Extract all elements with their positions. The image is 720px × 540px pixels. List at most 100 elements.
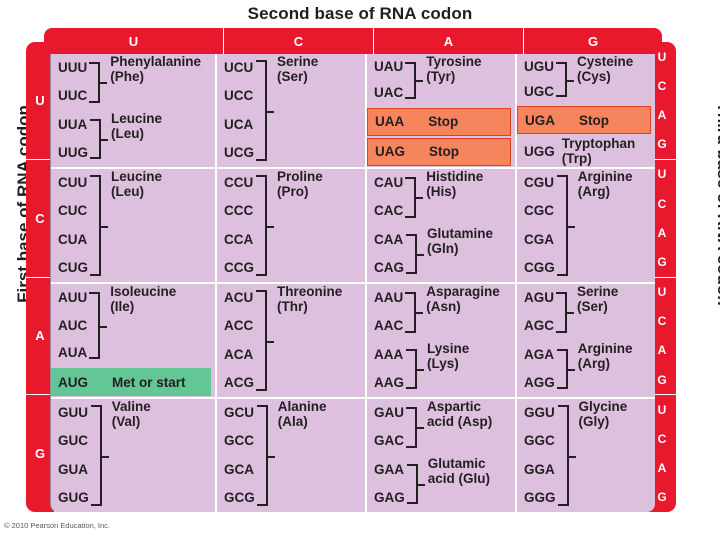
third-base-A: A — [657, 225, 667, 240]
codon-CUC: CUC — [58, 203, 88, 219]
group-bracket — [406, 463, 425, 504]
codon-CAA: CAA — [374, 231, 404, 247]
codon-ACU: ACU — [224, 290, 254, 306]
third-base-G: G — [657, 254, 667, 269]
codon-GGU: GGU — [524, 405, 555, 421]
amino-acid-label: Arginine (Arg) — [577, 169, 633, 200]
third-base-G: G — [657, 490, 667, 505]
group-bracket — [557, 405, 576, 506]
third-base-U: U — [657, 49, 667, 64]
group-bracket — [405, 292, 424, 333]
codon-list: UAU UAC — [367, 54, 403, 107]
codon-CUA: CUA — [58, 231, 88, 247]
codon-CCU: CCU — [224, 175, 254, 191]
codon-UAU: UAU — [374, 59, 404, 75]
codon-GCC: GCC — [224, 433, 254, 449]
amino-acid-label: Alanine (Ala) — [277, 399, 327, 430]
codon-UCG: UCG — [224, 144, 254, 160]
codon-UUU: UUU — [58, 60, 88, 76]
codon-AUG: AUG — [58, 374, 88, 390]
codon-AAU: AAU — [374, 290, 404, 306]
row-header-G: G — [34, 446, 46, 462]
codon-UAC: UAC — [374, 85, 404, 101]
group-bracket — [256, 405, 275, 506]
codon-AGU: AGU — [524, 290, 554, 306]
third-base-A: A — [657, 343, 667, 358]
column-header-C: C — [224, 28, 374, 54]
amino-acid-label: Serine (Ser) — [277, 54, 319, 85]
third-base-U: U — [657, 167, 667, 182]
codon-GCA: GCA — [224, 461, 254, 477]
amino-acid-label: Aspartic acid (Asp) — [427, 399, 493, 430]
amino-acid-label: Threonine (Thr) — [277, 284, 343, 315]
codon-UGG: UGG — [524, 143, 555, 159]
amino-acid-label: Valine (Val) — [111, 399, 151, 430]
codon-UUG: UUG — [58, 144, 88, 160]
third-base-U: U — [657, 402, 667, 417]
group-bracket — [256, 175, 274, 276]
amino-acid-label: Tryptophan (Trp) — [561, 136, 636, 166]
third-base-title: Third base of RNA codon — [714, 102, 720, 306]
amino-acid-label: Glutamine (Gln) — [427, 225, 494, 256]
codon-CAU: CAU — [374, 175, 404, 191]
codon-UAA: UAA — [375, 114, 405, 130]
amino-acid-label: Asparagine (Asn) — [426, 284, 500, 315]
group-bracket — [90, 405, 109, 506]
group-bracket — [406, 407, 424, 448]
codon-GCU: GCU — [224, 405, 254, 421]
third-base-C: C — [657, 432, 667, 447]
third-base-C: C — [657, 196, 667, 211]
codon-GUG: GUG — [58, 489, 89, 505]
codon-UUC: UUC — [58, 88, 88, 104]
codon-CGG: CGG — [524, 259, 555, 275]
codon-UGU: UGU — [524, 58, 554, 74]
third-base-A: A — [657, 461, 667, 476]
amino-acid-label: Glutamic acid (Glu) — [427, 455, 491, 486]
amino-acid-label: Arginine (Arg) — [577, 340, 633, 371]
codon-GGC: GGC — [524, 433, 555, 449]
codon-GUU: GUU — [58, 405, 88, 421]
group-bracket — [556, 175, 575, 276]
codon-GAU: GAU — [374, 405, 404, 421]
amino-acid-label: Serine (Ser) — [577, 284, 619, 315]
group-bracket — [89, 62, 108, 103]
group-bracket — [406, 233, 424, 274]
